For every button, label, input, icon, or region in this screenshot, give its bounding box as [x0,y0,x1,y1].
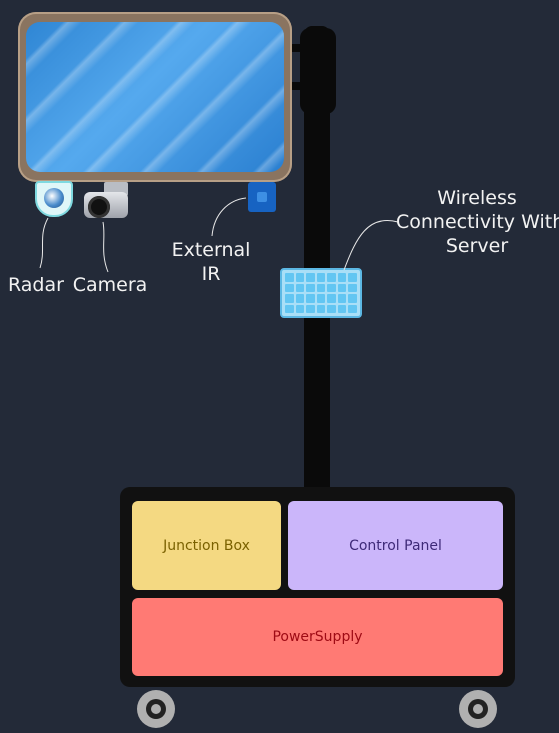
camera-connector [102,221,109,273]
junction-box: Junction Box [132,501,281,590]
power-supply: PowerSupply [132,598,503,676]
screen-glass [26,22,284,172]
radar-connector [39,217,49,269]
camera-icon [84,182,128,222]
wheel-right-icon [459,690,497,728]
external-ir-label-line1: External [171,239,251,261]
screen-clamp-bottom [290,82,306,90]
ir-connector [211,197,247,237]
control-panel: Control Panel [288,501,503,590]
camera-label: Camera [72,274,148,296]
wheel-left-icon [137,690,175,728]
display-screen-icon [18,12,292,182]
pole-head [300,28,336,114]
camera-lens [88,196,110,218]
external-ir-label-line2: IR [201,263,221,285]
radar-sensor-icon [35,181,73,217]
ir-sensor-icon [248,182,276,212]
wireless-label-line3: Server [445,235,509,257]
wireless-connector [343,220,399,271]
wireless-label-line2: Connectivity With [396,211,559,233]
radar-label: Radar [8,274,64,296]
wireless-label-line1: Wireless [437,187,517,209]
wireless-module-icon [280,268,362,318]
screen-clamp-top [290,44,306,52]
